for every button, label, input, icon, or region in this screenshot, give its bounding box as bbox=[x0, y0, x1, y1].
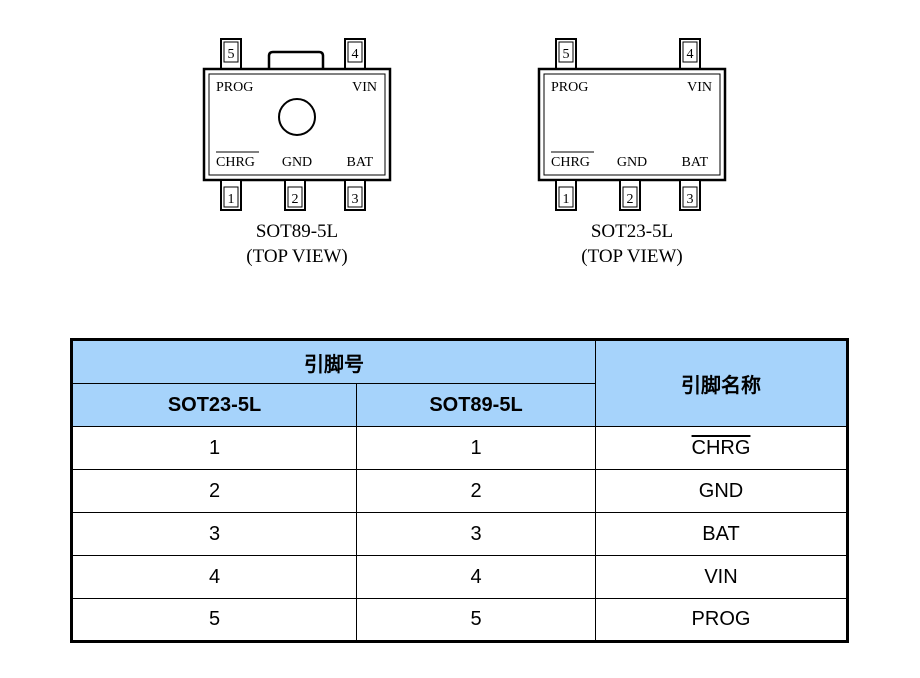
sot23-outline: 5 4 1 2 3 PROG VIN CHRG GND BAT bbox=[537, 38, 727, 211]
sot89-label-gnd: GND bbox=[282, 155, 312, 170]
sot89-column-header: SOT89-5L bbox=[356, 383, 596, 427]
table-row: 2 2 GND bbox=[71, 469, 848, 513]
sot89-caption-view: (TOP VIEW) bbox=[246, 246, 348, 267]
sot23-label-prog: PROG bbox=[551, 80, 588, 95]
sot23-pin-cell: 4 bbox=[71, 555, 357, 599]
sot89-label-vin: VIN bbox=[352, 80, 377, 95]
sot89-label-prog: PROG bbox=[216, 80, 253, 95]
sot89-caption-name: SOT89-5L bbox=[255, 221, 339, 242]
chrg-overbar-name: CHRG bbox=[691, 436, 751, 459]
sot23-pin-cell: 5 bbox=[71, 598, 357, 642]
sot89-pin-2: 2 bbox=[292, 192, 299, 207]
sot23-pin-3: 3 bbox=[687, 192, 694, 207]
sot23-caption-name: SOT23-5L bbox=[590, 221, 674, 242]
pin-name-cell: CHRG bbox=[595, 426, 848, 470]
pin-name-cell: VIN bbox=[595, 555, 848, 599]
pin-name-header: 引脚名称 bbox=[595, 339, 848, 427]
sot23-pin-4: 4 bbox=[687, 47, 694, 62]
sot89-label-chrg: CHRG bbox=[216, 155, 255, 170]
sot23-label-gnd: GND bbox=[617, 155, 647, 170]
sot23-column-header: SOT23-5L bbox=[71, 383, 357, 427]
sot23-pin-2: 2 bbox=[627, 192, 634, 207]
sot89-label-bat: BAT bbox=[347, 155, 374, 170]
sot23-pin-cell: 3 bbox=[71, 512, 357, 556]
sot89-outline: 5 4 1 2 3 PROG VIN CHRG GND BAT bbox=[202, 38, 392, 211]
pin-name-cell: PROG bbox=[595, 598, 848, 642]
sot89-pin-3: 3 bbox=[352, 192, 359, 207]
sot23-label-vin: VIN bbox=[687, 80, 712, 95]
pin-number-group-header: 引脚号 bbox=[71, 339, 596, 384]
sot89-pin-cell: 1 bbox=[356, 426, 596, 470]
sot23-caption-view: (TOP VIEW) bbox=[581, 246, 683, 267]
sot23-label-chrg: CHRG bbox=[551, 155, 590, 170]
pin-name-cell: BAT bbox=[595, 512, 848, 556]
sot89-pin-cell: 2 bbox=[356, 469, 596, 513]
sot23-pin-cell: 2 bbox=[71, 469, 357, 513]
sot89-pin-1: 1 bbox=[228, 192, 235, 207]
sot89-pin-cell: 5 bbox=[356, 598, 596, 642]
table-row: 1 1 CHRG bbox=[71, 426, 848, 470]
sot89-pin-cell: 3 bbox=[356, 512, 596, 556]
table-header-row: 引脚号 引脚名称 bbox=[71, 339, 848, 427]
sot23-pin-1: 1 bbox=[563, 192, 570, 207]
sot23-label-bat: BAT bbox=[682, 155, 709, 170]
sot89-package: 5 4 1 2 3 PROG VIN CHRG GND BAT SOT89-5L… bbox=[187, 30, 407, 280]
table-row: 5 5 PROG bbox=[71, 598, 848, 642]
pin-name-cell: GND bbox=[595, 469, 848, 513]
sot89-pin-cell: 4 bbox=[356, 555, 596, 599]
pin-table: 引脚号 引脚名称 SOT23-5L SOT89-5L 1 1 CHRG 2 2 … bbox=[70, 338, 849, 643]
sot23-pin-5: 5 bbox=[563, 47, 570, 62]
table-row: 4 4 VIN bbox=[71, 555, 848, 599]
sot23-pin-cell: 1 bbox=[71, 426, 357, 470]
sot89-pin-4: 4 bbox=[352, 47, 359, 62]
sot89-pin-5: 5 bbox=[228, 47, 235, 62]
sot23-package: 5 4 1 2 3 PROG VIN CHRG GND BAT SOT23-5L… bbox=[522, 30, 742, 280]
table-row: 3 3 BAT bbox=[71, 512, 848, 556]
